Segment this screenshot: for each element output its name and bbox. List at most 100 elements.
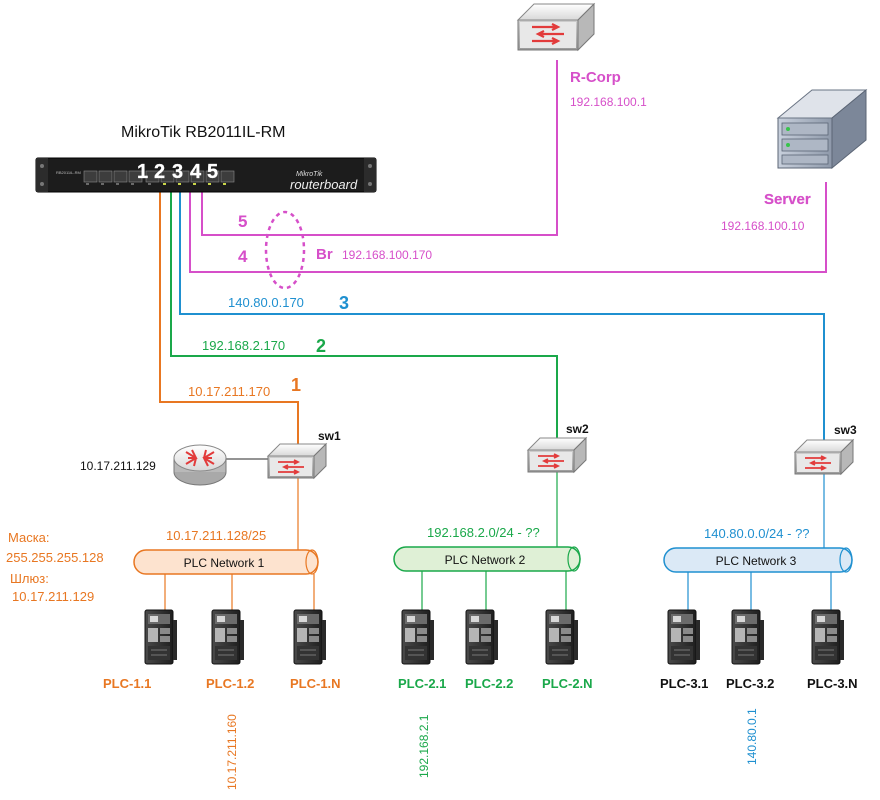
router-port-led xyxy=(163,183,166,185)
plc-icon xyxy=(293,609,326,665)
router-ethernet-port xyxy=(98,170,113,183)
port2-number-label: 2 xyxy=(316,336,326,356)
mikrotik-router: RB2011iL-RM MikroTik routerboard xyxy=(35,157,377,193)
plc-network-2-label: PLC Network 2 xyxy=(445,553,526,567)
server-label: Server xyxy=(764,191,811,208)
plc-icon xyxy=(211,609,244,665)
plc-label-3-2: PLC-3.2 xyxy=(726,676,774,691)
router-port-led xyxy=(193,183,196,185)
plc-1-2-ip: 10.17.211.160 xyxy=(225,714,239,790)
gateway-router-icon xyxy=(173,444,227,486)
mask-value: 255.255.255.128 xyxy=(6,550,104,565)
port1-ip: 10.17.211.170 xyxy=(188,384,270,399)
port3-ip: 140.80.0.170 xyxy=(228,295,304,310)
plc-network-1: PLC Network 1 xyxy=(133,549,319,575)
rcorp-label: R-Corp xyxy=(570,69,621,86)
server-ip: 192.168.100.10 xyxy=(721,219,805,233)
plc-network-1-subnet: 10.17.211.128/25 xyxy=(166,528,266,543)
router-port-led xyxy=(148,183,151,185)
plc-network-1-label: PLC Network 1 xyxy=(184,556,265,570)
plc-drops xyxy=(164,571,832,612)
plc-label-1-n: PLC-1.N xyxy=(290,676,341,691)
link-port3 xyxy=(179,190,825,444)
link-port1 xyxy=(159,190,299,448)
plc-icon xyxy=(401,609,434,665)
port5-number-label: 5 xyxy=(238,212,247,231)
plc-network-3: PLC Network 3 xyxy=(663,547,853,573)
gateway-label: Шлюз: xyxy=(10,571,49,586)
plc-label-2-2: PLC-2.2 xyxy=(465,676,513,691)
router-ethernet-port xyxy=(175,170,190,183)
link-port2 xyxy=(170,190,558,442)
plc-icon xyxy=(667,609,700,665)
router-ethernet-port xyxy=(205,170,220,183)
port2-ip: 192.168.2.170 xyxy=(202,338,285,353)
gateway-router-ip: 10.17.211.129 xyxy=(80,459,156,473)
port-number-labels: 1 2 3 4 5 xyxy=(137,161,218,183)
sw2-label: sw2 xyxy=(566,422,589,436)
port-number-5: 5 xyxy=(207,161,218,183)
port-number-3: 3 xyxy=(172,161,183,183)
plc-devices xyxy=(144,609,844,665)
plc-icon xyxy=(465,609,498,665)
plc-icon xyxy=(811,609,844,665)
router-ethernet-port xyxy=(190,170,205,183)
plc-icon xyxy=(731,609,764,665)
sw3-label: sw3 xyxy=(834,423,857,437)
switch-drops xyxy=(226,458,825,550)
router-port-led xyxy=(208,183,211,185)
connections xyxy=(159,60,827,448)
port4-number-label: 4 xyxy=(238,247,248,266)
sw3-icon xyxy=(793,438,855,476)
router-port-led xyxy=(131,183,134,185)
router-port-led xyxy=(178,183,181,185)
plc-icon xyxy=(545,609,578,665)
bridge-label: Br xyxy=(316,246,333,263)
rcorp-ip: 192.168.100.1 xyxy=(570,95,647,109)
sw1-icon xyxy=(266,442,328,480)
gateway-value: 10.17.211.129 xyxy=(12,589,94,604)
router-port-led xyxy=(116,183,119,185)
plc-labels: PLC-1.1 PLC-1.2 PLC-1.N PLC-2.1 PLC-2.2 … xyxy=(103,676,858,691)
sw2-icon xyxy=(526,436,588,474)
plc-label-3-1: PLC-3.1 xyxy=(660,676,708,691)
plc-network-3-subnet: 140.80.0.0/24 - ?? xyxy=(704,526,810,541)
plc-label-2-n: PLC-2.N xyxy=(542,676,593,691)
plc-icon xyxy=(144,609,177,665)
plc-network-2: PLC Network 2 xyxy=(393,546,581,572)
plc-3-2-ip: 140.80.0.1 xyxy=(745,708,759,765)
router-brand-big: routerboard xyxy=(290,177,358,192)
router-ethernet-port xyxy=(160,170,175,183)
mask-label: Маска: xyxy=(8,530,50,545)
link-port5 xyxy=(201,60,558,236)
router-port-led xyxy=(223,183,226,185)
bridge-ip: 192.168.100.170 xyxy=(342,248,432,262)
plc-label-2-1: PLC-2.1 xyxy=(398,676,446,691)
plc-label-1-2: PLC-1.2 xyxy=(206,676,254,691)
port-number-4: 4 xyxy=(190,161,202,183)
sw1-label: sw1 xyxy=(318,429,341,443)
plc-label-1-1: PLC-1.1 xyxy=(103,676,151,691)
port-number-1: 1 xyxy=(137,161,148,183)
router-model-tiny: RB2011iL-RM xyxy=(56,170,81,175)
link-port4 xyxy=(189,182,827,273)
router-ports xyxy=(83,170,235,185)
rcorp-switch-icon xyxy=(516,2,596,52)
router-ethernet-port xyxy=(128,170,143,183)
plc-2-1-ip: 192.168.2.1 xyxy=(417,714,431,778)
plc-network-2-subnet: 192.168.2.0/24 - ?? xyxy=(427,525,540,540)
router-title: MikroTik RB2011IL-RM xyxy=(121,124,285,141)
server-icon xyxy=(776,88,868,170)
router-brand-small: MikroTik xyxy=(296,171,323,178)
router-ethernet-port xyxy=(145,170,160,183)
router-ethernet-port xyxy=(220,170,235,183)
plc-network-3-label: PLC Network 3 xyxy=(716,554,797,568)
router-ethernet-port xyxy=(83,170,98,183)
plc-label-3-n: PLC-3.N xyxy=(807,676,858,691)
router-port-led xyxy=(101,183,104,185)
router-port-led xyxy=(86,183,89,185)
router-ethernet-port xyxy=(113,170,128,183)
port-number-2: 2 xyxy=(154,161,165,183)
bridge-ellipse xyxy=(264,210,306,290)
